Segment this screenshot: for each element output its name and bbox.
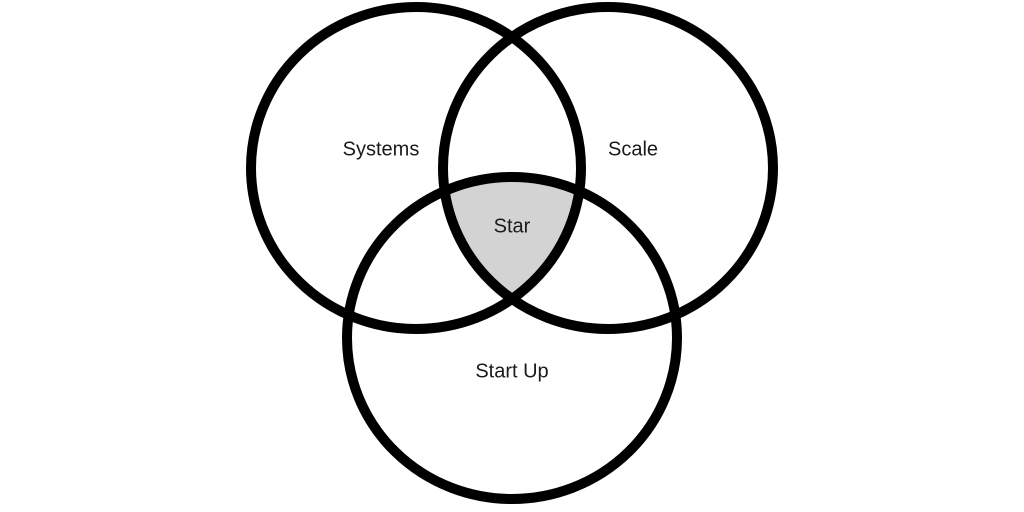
- star-label: Star: [494, 215, 531, 237]
- systems-circle: [246, 2, 586, 334]
- scale-label: Scale: [608, 138, 658, 160]
- start-up-circle: [342, 172, 682, 504]
- scale-circle: [438, 2, 778, 334]
- systems-label: Systems: [343, 138, 420, 160]
- start-up-label: Start Up: [475, 360, 548, 382]
